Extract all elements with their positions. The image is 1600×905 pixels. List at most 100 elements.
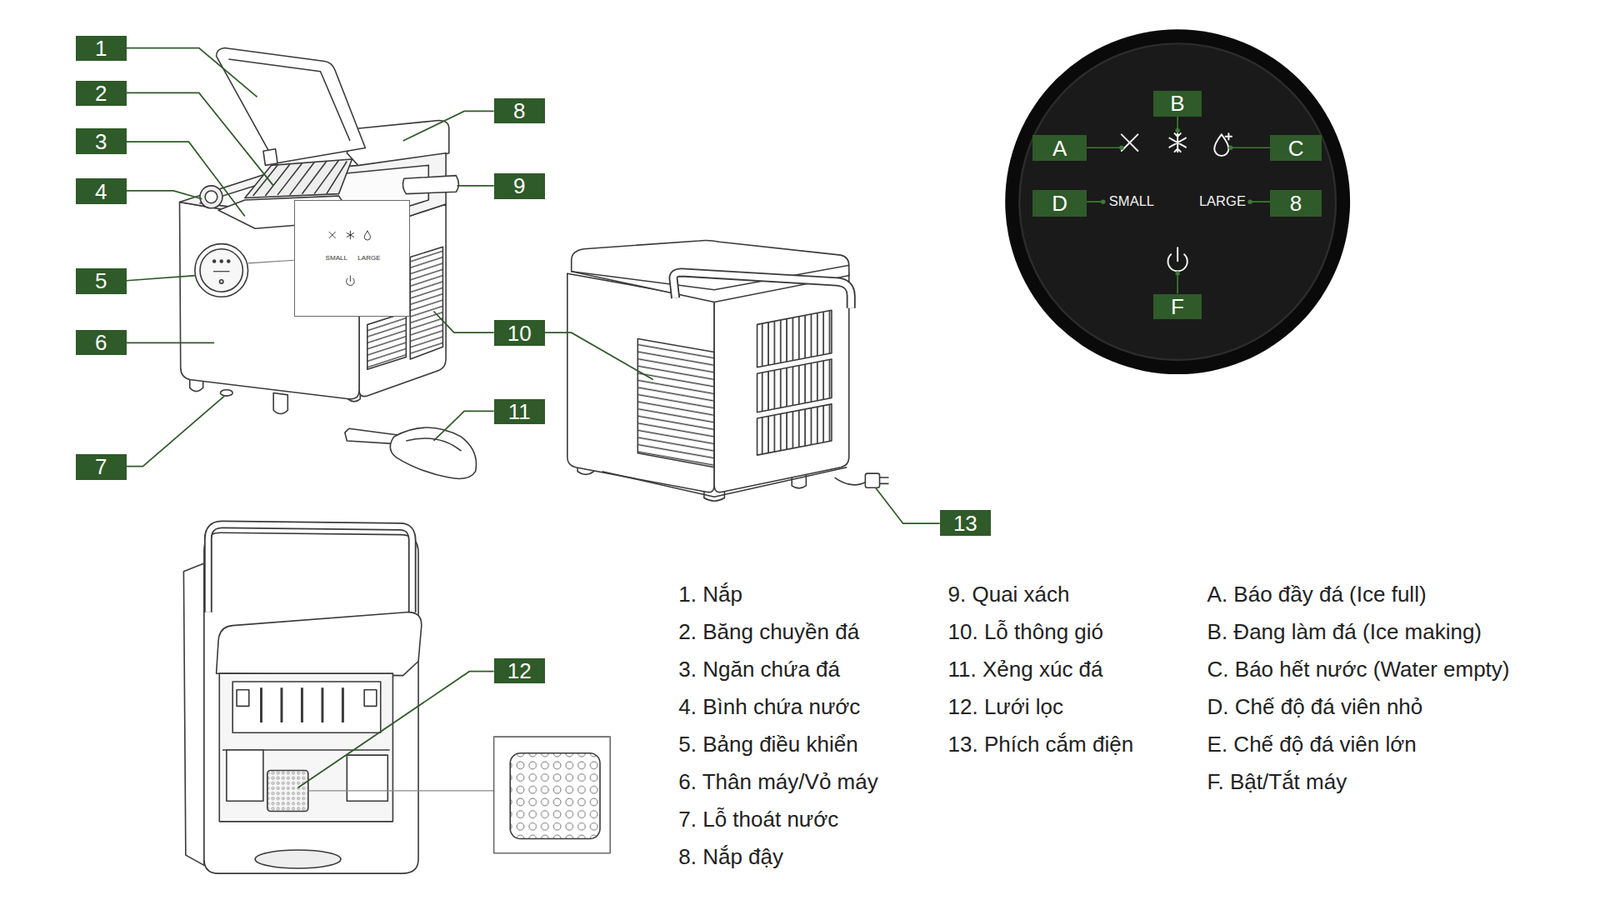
callout-text: 6 (95, 331, 107, 354)
drain-hole (220, 390, 233, 396)
callout-number: 12 (494, 658, 545, 685)
callout-text: D (1051, 192, 1068, 215)
leader-dot (1100, 200, 1105, 205)
part-list-item: F. Bật/Tắt máy (1207, 770, 1348, 793)
open-lid (216, 48, 366, 164)
callout-number: 4 (75, 178, 127, 205)
callout-number: 5 (75, 268, 127, 295)
part-list-item: 6. Thân máy/Vỏ máy (678, 770, 878, 793)
part-list-item: 7. Lỗ thoát nước (678, 808, 839, 830)
callout-number: 6 (75, 330, 127, 356)
callout-text: 8 (513, 100, 525, 122)
part-list-item: 2. Băng chuyền đá (678, 620, 860, 643)
callout-text: B (1170, 92, 1185, 115)
panel-button-text: LARGE (357, 255, 380, 262)
part-list-item: 11. Xẻng xúc đá (948, 658, 1104, 680)
part-list-item: 9. Quai xách (948, 583, 1070, 605)
panel-button-text: SMALL (325, 255, 349, 262)
part-list-item: A. Báo đầy đá (Ice full) (1207, 583, 1427, 605)
open-lid (216, 612, 422, 676)
ice-maker-front (180, 48, 460, 415)
callout-text: 5 (95, 270, 107, 292)
callout-number: 10 (494, 320, 545, 346)
panel-mark (220, 280, 224, 284)
callout-text: C (1288, 137, 1305, 160)
front-lip (219, 820, 393, 823)
panel-mark (220, 260, 223, 263)
dial-rim (1005, 30, 1350, 375)
callout-text: 3 (95, 130, 107, 153)
callout-number: 11 (494, 399, 545, 425)
callout-text: 9 (513, 175, 525, 197)
dial-face (1019, 44, 1336, 361)
illustration-group (126, 48, 940, 875)
part-list-item: 12. Lưới lọc (948, 695, 1065, 718)
carry-handle (208, 524, 413, 612)
vent-grille (757, 310, 832, 368)
basket-block (226, 750, 264, 801)
side-panel (183, 563, 204, 865)
leader-dot (1175, 128, 1180, 133)
callout-number: 9 (494, 173, 545, 200)
panel-button-text: SMALL (1109, 195, 1155, 210)
base-line (601, 467, 847, 498)
callout-text: 7 (95, 455, 107, 478)
ice-full-icon (1121, 135, 1139, 152)
ice-tray (232, 681, 381, 733)
tray-clip (364, 690, 377, 707)
callout-number: 2 (75, 80, 127, 107)
part-list-item: D. Chế độ đá viên nhỏ (1207, 695, 1424, 718)
part-list-item: B. Đang làm đá (Ice making) (1207, 620, 1482, 643)
panel-mark (213, 270, 230, 272)
callout-number: 1 (75, 35, 127, 62)
callout-number: A (1032, 135, 1087, 162)
plug-prong (880, 477, 890, 484)
water-reservoir (200, 185, 223, 209)
callout-number: 8 (1270, 190, 1321, 217)
leader-dots (1100, 128, 1253, 276)
callout-number: D (1032, 190, 1087, 217)
water-empty-icon (1214, 133, 1232, 156)
ice-maker-back (567, 240, 890, 502)
vent-grille (367, 312, 407, 370)
part-list-item: 10. Lỗ thông gió (948, 620, 1105, 643)
callout-text: A (1052, 137, 1067, 160)
part-list-item: 13. Phích cắm điện (948, 733, 1135, 755)
leader-line (1086, 116, 1270, 295)
leader-dot (1175, 270, 1180, 275)
leader-line (126, 48, 940, 789)
ice-maker-interior (183, 524, 610, 874)
control-panel (195, 244, 249, 298)
callout-text: 10 (507, 322, 532, 345)
callout-text: 12 (507, 660, 532, 682)
panel-art (295, 200, 410, 316)
ice-full-icon (329, 231, 335, 238)
part-list-item: 3. Ngăn chứa đá (678, 658, 840, 680)
side-face (567, 273, 715, 492)
part-list-item: 1. Nắp (678, 583, 743, 605)
scoop-bowl (390, 427, 476, 479)
panel-button-text: LARGE (1199, 195, 1246, 210)
dial-art (1005, 30, 1350, 375)
water-filter (267, 770, 309, 811)
ice-scoop (345, 427, 477, 479)
carry-handle (208, 524, 413, 612)
callout-number: B (1153, 90, 1203, 117)
part-list-item: 5. Bảng điều khiển (678, 733, 858, 755)
leader-dot (1247, 200, 1252, 205)
part-list-item: 8. Nắp đậy (678, 845, 784, 868)
callout-text: 13 (953, 512, 978, 535)
leader-dot (1228, 145, 1233, 150)
callout-number: C (1270, 135, 1321, 162)
callout-text: 4 (95, 180, 107, 203)
control-panel-inset: SMALL LARGE (294, 200, 411, 317)
machine-foot (273, 392, 288, 414)
power-icon (1167, 248, 1187, 272)
water-empty-icon (364, 230, 370, 240)
power-cord (835, 477, 867, 485)
vent-grille (410, 246, 443, 360)
bottom-grill (255, 850, 341, 869)
zoom-line (248, 260, 295, 264)
